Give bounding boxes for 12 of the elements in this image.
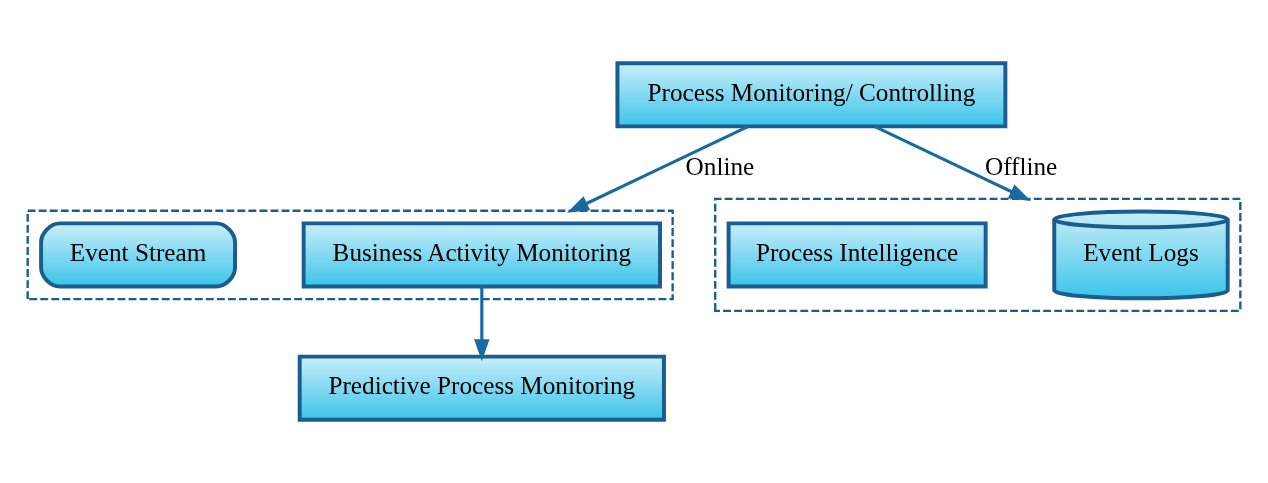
node-box: Process Monitoring/ Controlling [615, 61, 1008, 129]
edge-label: Online [685, 152, 755, 180]
cluster [714, 197, 1242, 313]
node-box: Event Stream [39, 221, 237, 289]
node-box: Predictive Process Monitoring [297, 354, 666, 422]
arrow [474, 286, 490, 362]
node-box: Process Intelligence [726, 221, 988, 289]
node-box: Business Activity Monitoring [301, 221, 662, 289]
arrow [566, 125, 749, 213]
cluster [26, 209, 674, 301]
edge-label: Offline [984, 152, 1058, 180]
arrow [874, 125, 1031, 201]
